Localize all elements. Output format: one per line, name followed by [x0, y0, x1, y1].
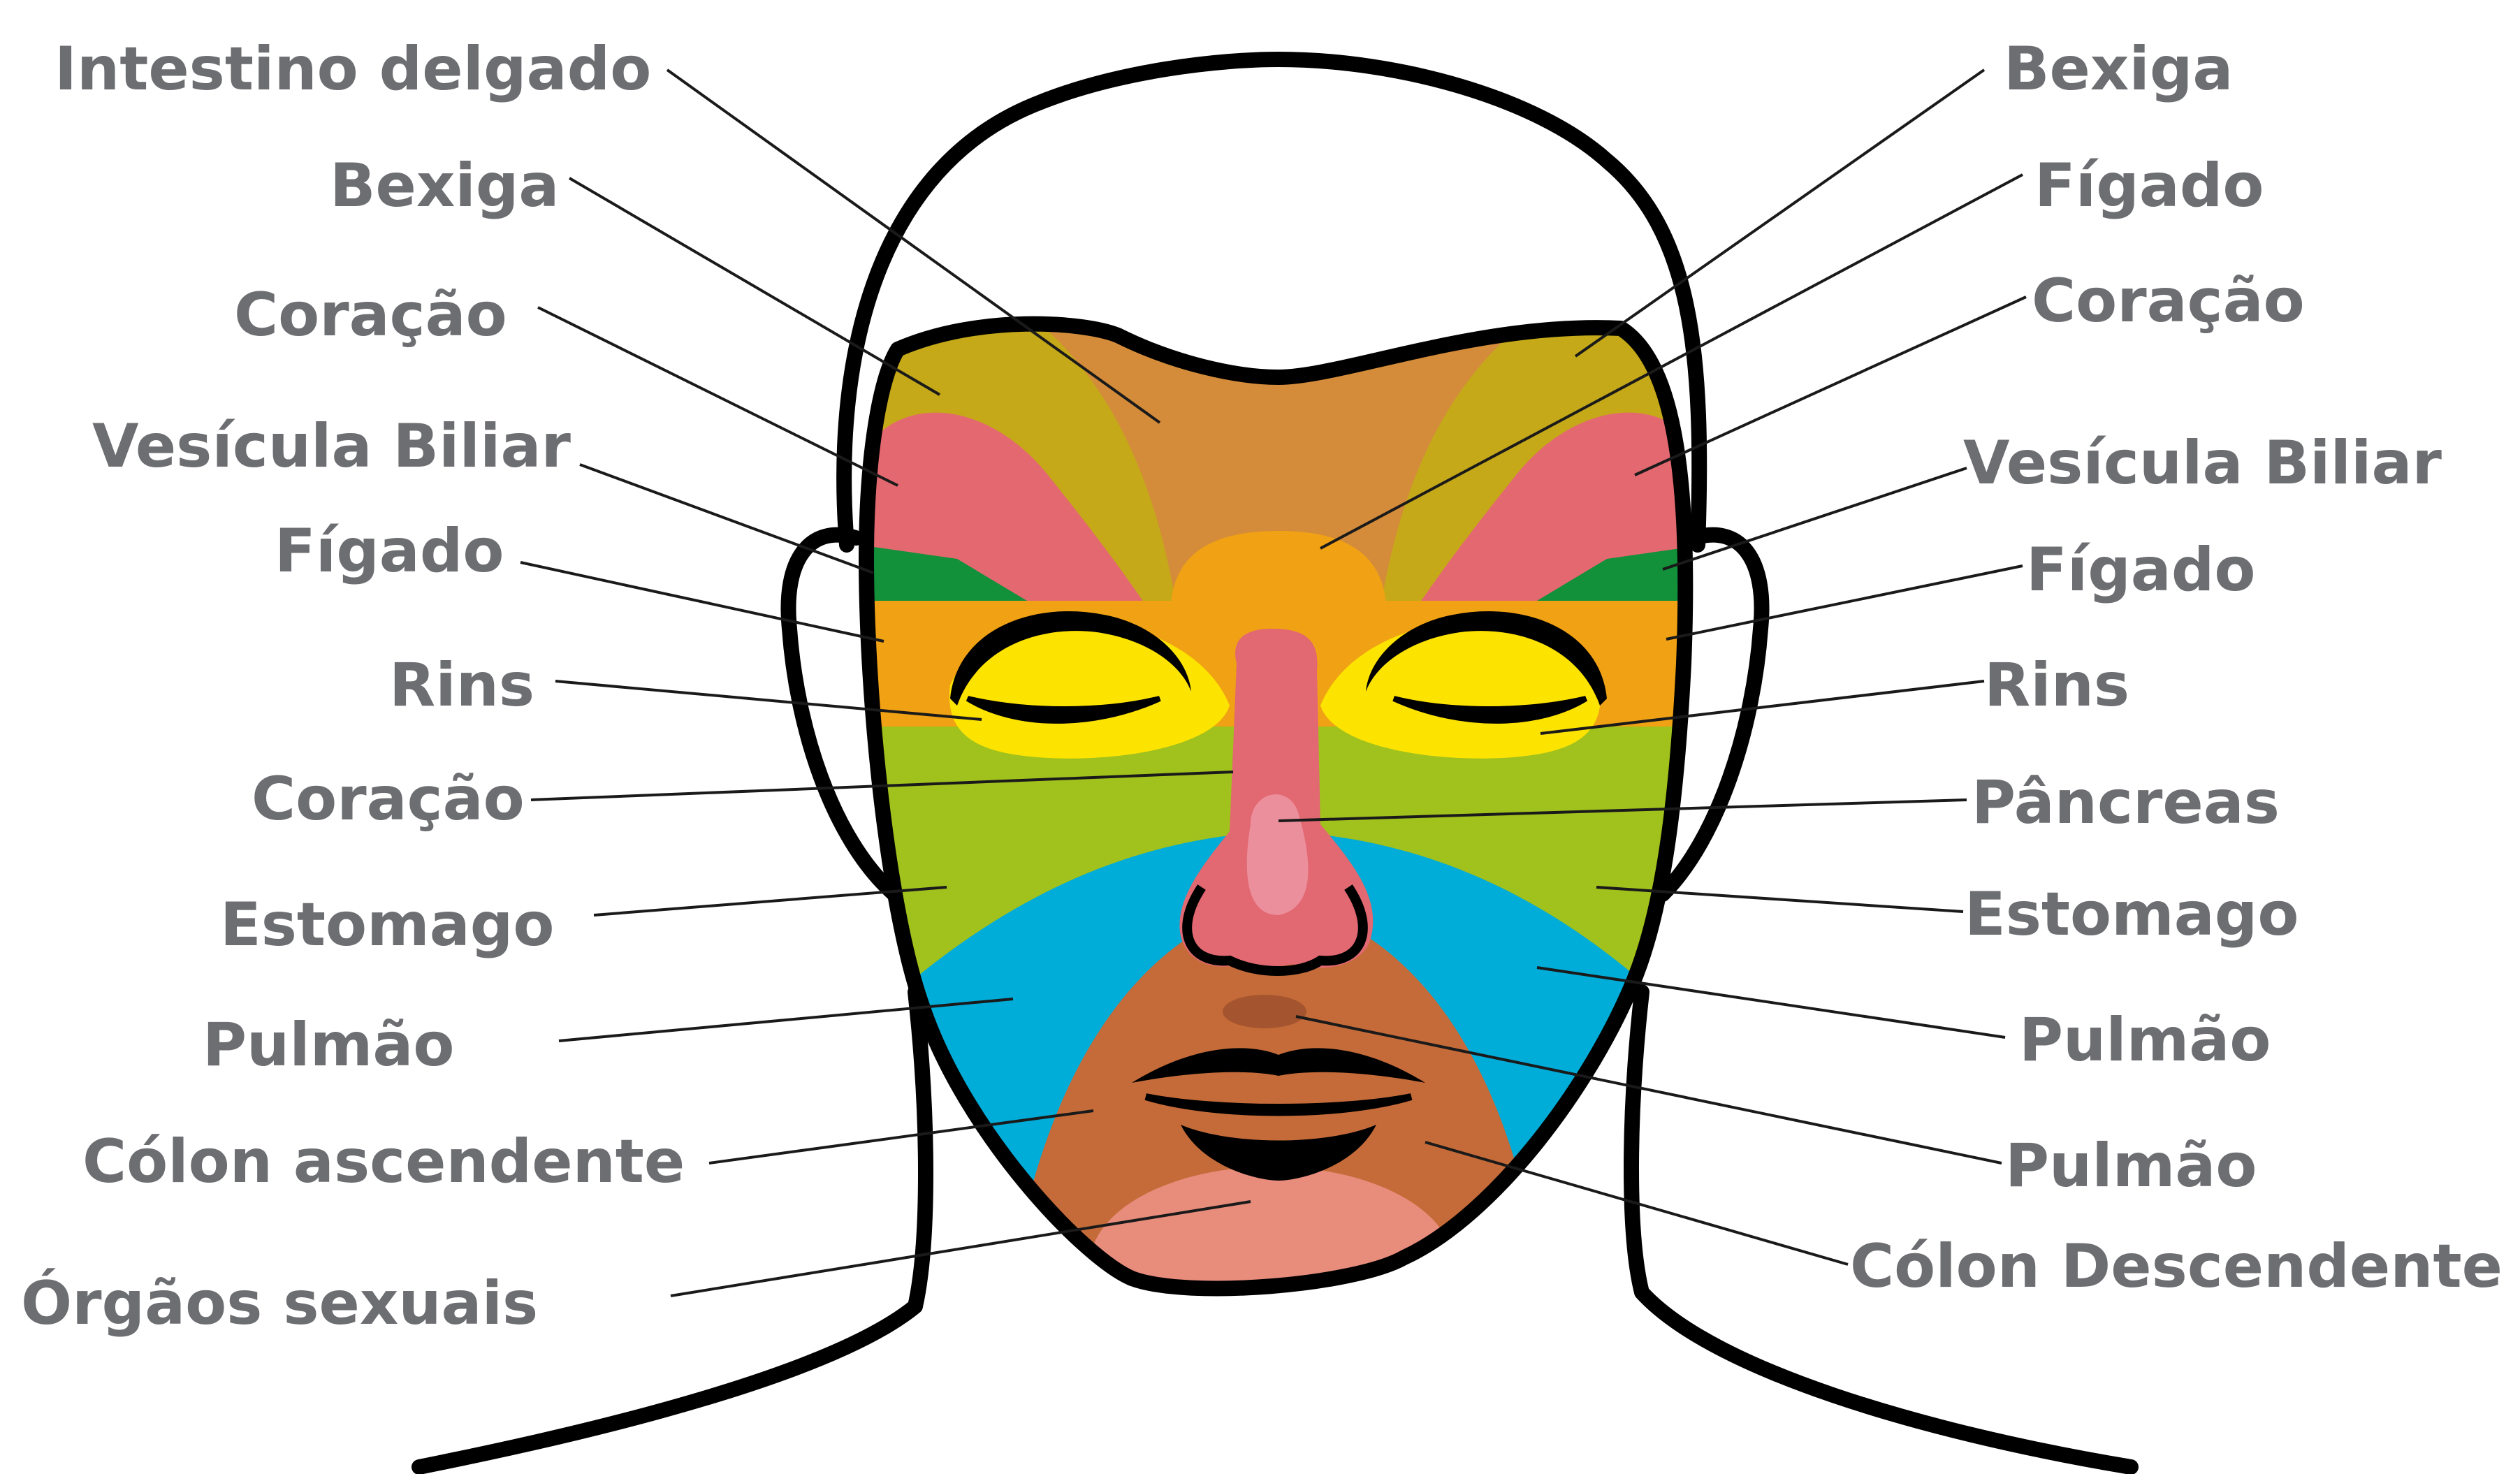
- label-pulmao-right-1: Pulmão: [2019, 1005, 2271, 1075]
- label-figado-right-1: Fígado: [2034, 151, 2264, 221]
- label-vesicula-biliar-right: Vesícula Biliar: [1963, 428, 2442, 498]
- label-figado-right-2: Fígado: [2026, 535, 2255, 605]
- right-labels: Bexiga Fígado Coração Vesícula Biliar Fí…: [1850, 34, 2503, 1301]
- leader-vesicula-right: [1663, 468, 1967, 569]
- leader-bexiga-right: [1575, 70, 1984, 356]
- label-figado-left: Fígado: [275, 516, 504, 586]
- leader-bexiga-left: [569, 178, 940, 395]
- label-pulmao-left: Pulmão: [203, 1010, 454, 1080]
- left-labels: Intestino delgado Bexiga Coração Vesícul…: [21, 34, 685, 1338]
- label-coracao-left-1: Coração: [234, 280, 507, 350]
- label-pulmao-right-2: Pulmão: [2005, 1131, 2257, 1201]
- label-estomago-right: Estomago: [1965, 880, 2299, 949]
- label-pancreas-right: Pâncreas: [1972, 768, 2280, 838]
- label-coracao-right: Coração: [2032, 266, 2305, 336]
- label-estomago-left: Estomago: [220, 890, 554, 960]
- label-rins-left: Rins: [389, 650, 534, 720]
- label-colon-descendente: Cólon Descendente: [1850, 1232, 2503, 1301]
- neck-left: [419, 992, 926, 1467]
- leader-figado-left: [520, 562, 884, 641]
- leader-vesicula-left: [580, 465, 873, 573]
- label-bexiga-left: Bexiga: [330, 151, 559, 221]
- label-vesicula-biliar-left: Vesícula Biliar: [92, 411, 571, 481]
- label-coracao-left-2: Coração: [252, 764, 525, 834]
- label-rins-right: Rins: [1984, 650, 2129, 720]
- label-bexiga-right: Bexiga: [2004, 34, 2233, 104]
- face-color-zones: [838, 279, 1712, 1362]
- zone-philtrum: [1223, 995, 1306, 1028]
- label-intestino-delgado: Intestino delgado: [54, 34, 651, 104]
- label-colon-ascendente: Cólon ascendente: [82, 1127, 685, 1197]
- label-orgaos-sexuais: Órgãos sexuais: [21, 1268, 538, 1338]
- leader-figado-right-2: [1666, 566, 2023, 639]
